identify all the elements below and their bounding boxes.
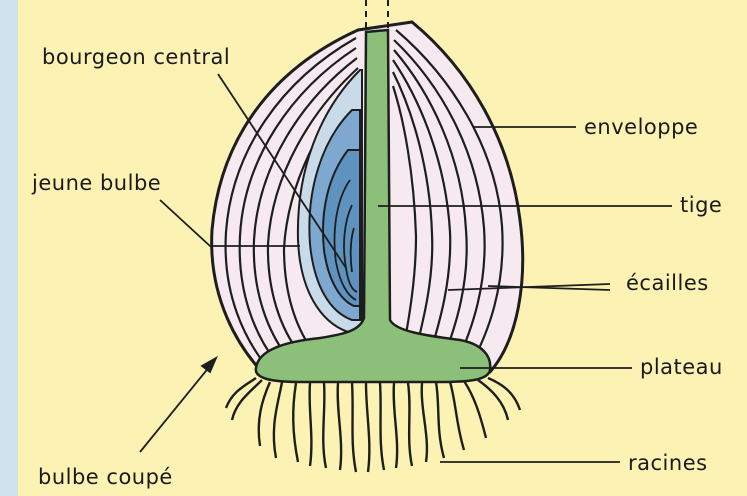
- label-bourgeon-central: bourgeon central: [42, 45, 230, 69]
- label-bulbe-coupe: bulbe coupé: [38, 465, 173, 489]
- roots: [226, 378, 520, 472]
- label-tige: tige: [680, 193, 722, 217]
- label-plateau: plateau: [640, 355, 723, 379]
- label-ecailles: écailles: [626, 271, 709, 295]
- label-jeune-bulbe: jeune bulbe: [31, 171, 161, 195]
- label-enveloppe: enveloppe: [584, 115, 698, 139]
- label-racines: racines: [628, 451, 708, 475]
- arrow-bulbe-coupe: [140, 358, 216, 452]
